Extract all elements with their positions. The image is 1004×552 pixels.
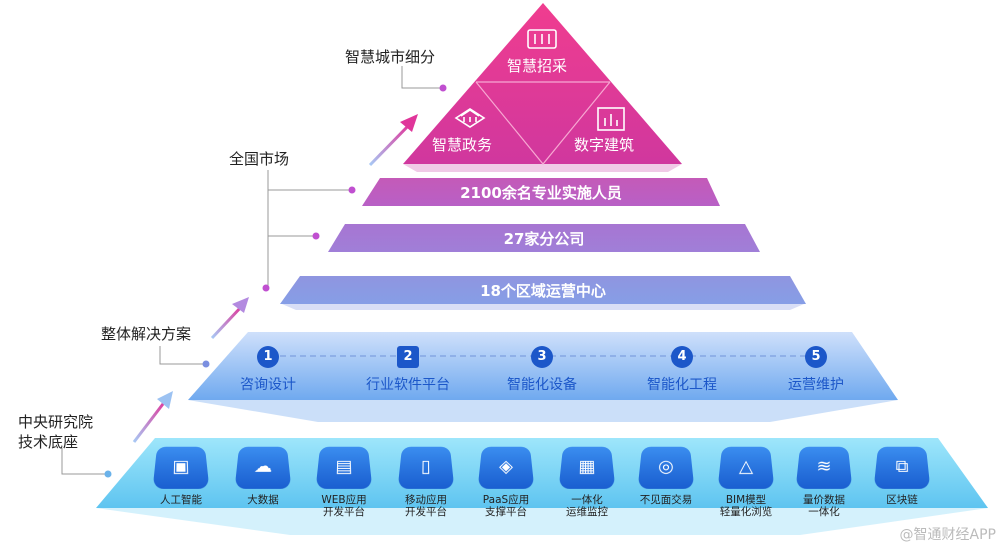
- step-item: 3 智能化设备: [482, 346, 602, 394]
- band-branches: [328, 224, 760, 252]
- tech-item: ≋ 量价数据 一体化: [792, 444, 856, 518]
- step-item: 2 行业软件平台: [348, 346, 468, 394]
- tech-item: ☁ 大数据: [231, 444, 295, 506]
- data-stack-icon: ≋: [795, 446, 853, 489]
- tech-item: ▤ WEB应用 开发平台: [312, 444, 376, 518]
- left-section-label: 智慧政务: [432, 136, 493, 154]
- mobile-app-icon: ▯: [397, 446, 455, 489]
- cloud-data-icon: ☁: [234, 446, 292, 489]
- tech-label: 人工智能: [160, 494, 202, 506]
- top-triangle: [403, 3, 682, 164]
- blockchain-icon: ⧉: [873, 446, 931, 489]
- tech-item: ◎ 不见面交易: [634, 444, 698, 506]
- apex-label: 智慧招采: [507, 57, 568, 75]
- monitor-icon: ▦: [558, 446, 616, 489]
- tech-item: ◈ PaaS应用 支撑平台: [474, 444, 538, 518]
- government-icon: [454, 108, 486, 128]
- band-regional-label: 18个区域运营中心: [480, 282, 606, 300]
- step-item: 4 智能化工程: [622, 346, 742, 394]
- step-item: 1 咨询设计: [208, 346, 328, 394]
- step-number: 2: [397, 346, 419, 368]
- tech-label: 大数据: [247, 494, 279, 506]
- tech-label: BIM模型 轻量化浏览: [719, 494, 773, 518]
- step-label: 运营维护: [788, 377, 844, 393]
- step-label: 智能化设备: [507, 377, 577, 393]
- building-chart-icon: [597, 107, 625, 131]
- bim-icon: △: [717, 446, 775, 489]
- band-staff: [362, 178, 720, 206]
- watermark: @智通财经APP: [899, 527, 996, 543]
- tech-label: PaaS应用 支撑平台: [482, 494, 530, 518]
- band-branches-label: 27家分公司: [503, 230, 585, 248]
- tech-label: 不见面交易: [639, 494, 693, 506]
- step-number: 1: [257, 346, 279, 368]
- tech-item: △ BIM模型 轻量化浏览: [714, 444, 778, 518]
- step-label: 咨询设计: [240, 377, 296, 393]
- step-item: 5 运营维护: [756, 346, 876, 394]
- step-label: 行业软件平台: [366, 377, 450, 393]
- ai-chip-icon: ▣: [152, 446, 210, 489]
- band-staff-label: 2100余名专业实施人员: [460, 184, 622, 202]
- right-section-label: 数字建筑: [574, 136, 635, 154]
- tech-label: 一体化 运维监控: [566, 494, 608, 518]
- step-number: 3: [531, 346, 553, 368]
- tech-label: WEB应用 开发平台: [321, 494, 367, 518]
- band-regional: [280, 276, 806, 304]
- basket-icon: [527, 29, 557, 49]
- solution-label: 整体解决方案: [101, 325, 192, 343]
- tech-item: ▦ 一体化 运维监控: [555, 444, 619, 518]
- step-number: 5: [805, 346, 827, 368]
- tech-item: ⧉ 区块链: [870, 444, 934, 506]
- tech-label: 移动应用 开发平台: [405, 494, 447, 518]
- tech-item: ▣ 人工智能: [149, 444, 213, 506]
- step-label: 智能化工程: [647, 377, 717, 393]
- handshake-icon: ◎: [637, 446, 695, 489]
- national-market-label: 全国市场: [229, 150, 290, 168]
- step-number: 4: [671, 346, 693, 368]
- paas-icon: ◈: [477, 446, 535, 489]
- tech-item: ▯ 移动应用 开发平台: [394, 444, 458, 518]
- segment-label: 智慧城市细分: [345, 48, 436, 66]
- growth-arrows: [132, 122, 412, 443]
- tech-label: 区块链: [886, 494, 918, 506]
- research-label: 中央研究院 技术底座: [18, 413, 94, 451]
- web-window-icon: ▤: [315, 446, 373, 489]
- tech-label: 量价数据 一体化: [803, 494, 845, 518]
